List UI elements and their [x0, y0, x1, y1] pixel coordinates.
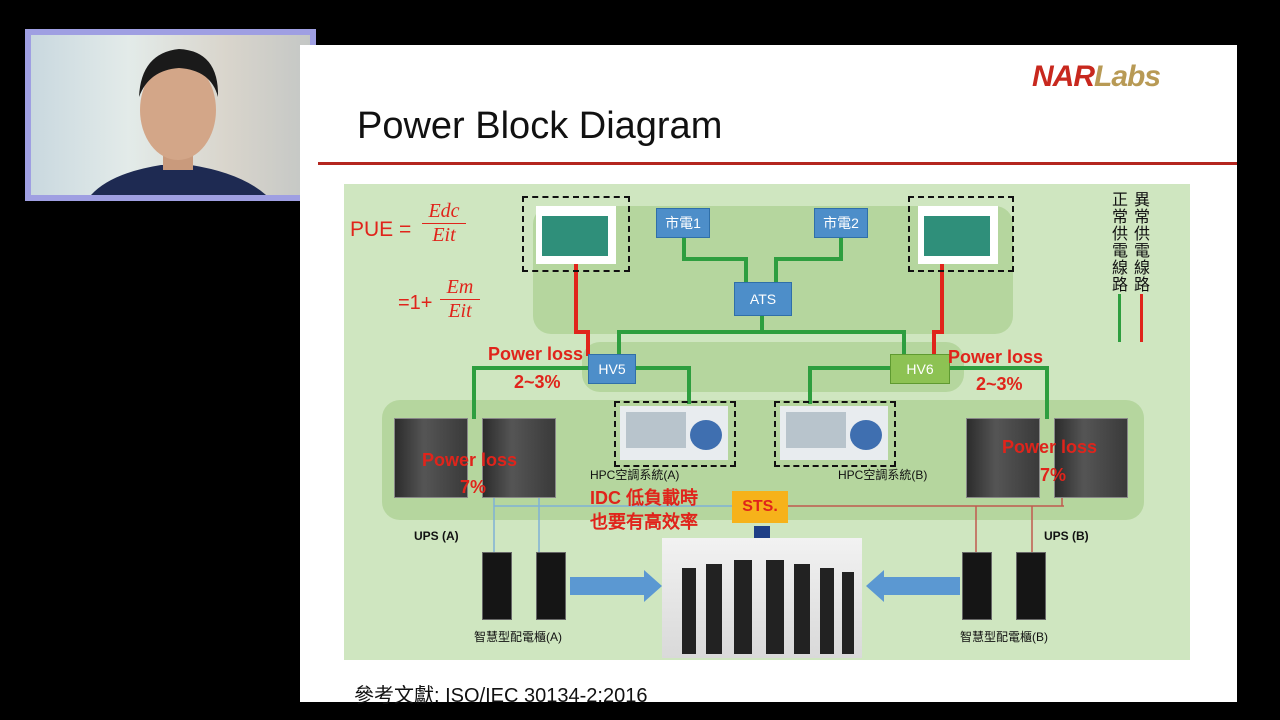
generator-a-frame: [522, 196, 630, 272]
ats-node: ATS: [734, 282, 792, 316]
power-loss-ups-a-label: Power loss: [422, 450, 518, 470]
frac1-numerator: Edc: [428, 200, 460, 222]
sts-node: STS.: [732, 491, 788, 523]
hpc-b-frame: [774, 401, 896, 467]
server-room-image: [662, 538, 862, 658]
ups-b-label: UPS (B): [1044, 529, 1089, 543]
presenter-silhouette: [91, 49, 266, 195]
formula-line2-prefix: =1+: [398, 292, 433, 314]
ups-b-cabinet-2: [1054, 418, 1128, 498]
power-loss-hv5-label: Power loss: [488, 344, 584, 364]
webcam-video: [31, 35, 310, 195]
power-block-diagram: 市電1 市電2 ATS HV5 HV6 HPC空調系統(A) HPC空調系統(B…: [344, 184, 1190, 660]
ups-a-cabinet-2: [482, 418, 556, 498]
power-loss-ups-b-label: Power loss: [1002, 437, 1098, 457]
hv5-node: HV5: [588, 354, 636, 384]
pdu-a-rack-2: [536, 552, 566, 620]
formula-fraction-2: Em Eit: [440, 276, 480, 323]
ups-a-label: UPS (A): [414, 529, 459, 543]
power-loss-hv5-value: 2~3%: [514, 372, 561, 392]
hpc-chiller-a: [620, 406, 728, 460]
idc-note-line2: 也要有高效率: [590, 512, 698, 532]
generator-b-frame: [908, 196, 1014, 272]
frac2-numerator: Em: [446, 276, 474, 298]
idc-note-line1: IDC 低負載時: [590, 488, 698, 508]
reference-citation: 參考文獻: ISO/IEC 30134-2:2016: [354, 685, 648, 707]
pdu-b-label: 智慧型配電櫃(B): [960, 630, 1048, 644]
frac2-denominator: Eit: [440, 299, 480, 323]
power-loss-ups-a-value: 7%: [460, 477, 487, 497]
power-loss-ups-b-value: 7%: [1040, 465, 1067, 485]
frac1-denominator: Eit: [422, 223, 466, 247]
ups-a-cabinet-1: [394, 418, 468, 498]
hpc-chiller-b: [780, 406, 888, 460]
power-loss-hv6-label: Power loss: [948, 347, 1044, 367]
hpc-a-label: HPC空調系統(A): [590, 468, 680, 482]
server-racks-icon: [682, 560, 854, 654]
legend-normal-line: [1118, 294, 1121, 342]
pdu-a-label: 智慧型配電櫃(A): [474, 630, 562, 644]
pdu-a-rack-1: [482, 552, 512, 620]
hv6-node: HV6: [890, 354, 950, 384]
grid-1-node: 市電1: [656, 208, 710, 238]
hpc-b-label: HPC空調系統(B): [838, 468, 928, 482]
power-loss-hv6-value: 2~3%: [976, 374, 1023, 394]
generator-b: [918, 206, 998, 264]
grid-2-node: 市電2: [814, 208, 868, 238]
pdu-b-rack-2: [1016, 552, 1046, 620]
narlabs-logo: NARLabs: [1032, 60, 1161, 93]
pdu-b-rack-1: [962, 552, 992, 620]
legend-normal-label: 正常供電線路: [1112, 192, 1129, 294]
legend-abnormal-line: [1140, 294, 1143, 342]
formula-fraction-1: Edc Eit: [422, 200, 466, 247]
hpc-a-frame: [614, 401, 736, 467]
ups-b-cabinet-1: [966, 418, 1040, 498]
legend-abnormal-label: 異常供電線路: [1134, 192, 1151, 294]
generator-a: [536, 206, 616, 264]
slide-title: Power Block Diagram: [357, 105, 723, 147]
title-divider: [318, 162, 1237, 165]
pue-label: PUE =: [350, 218, 412, 241]
